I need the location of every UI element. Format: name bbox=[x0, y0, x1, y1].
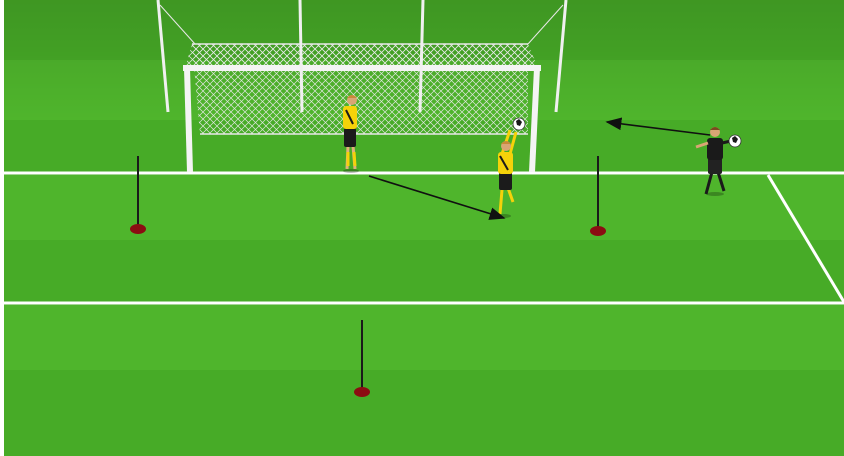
ball-caught bbox=[513, 118, 525, 130]
goal-left-post bbox=[187, 68, 190, 172]
ball-served bbox=[729, 135, 741, 147]
